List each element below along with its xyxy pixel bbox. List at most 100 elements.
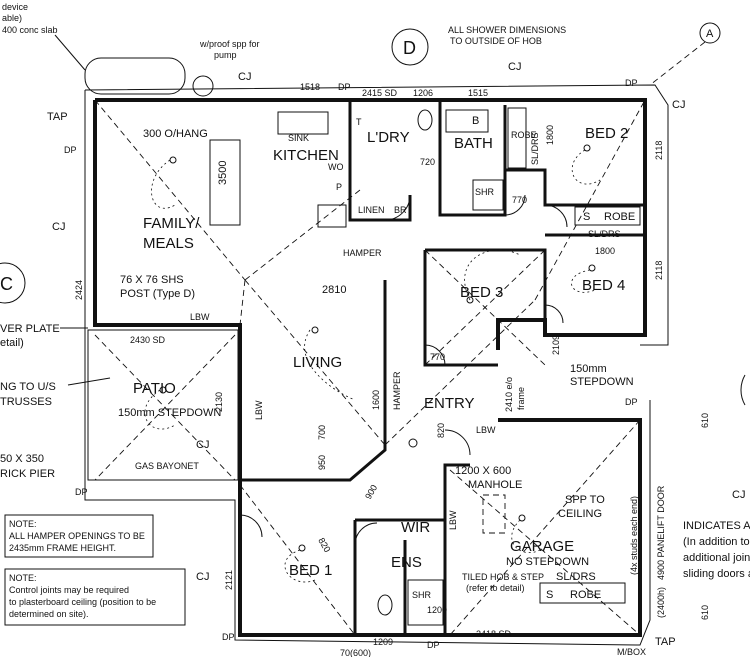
spp-2: CEILING <box>558 508 602 520</box>
roof-hip-lines <box>94 99 646 636</box>
dim-dp-top: DP <box>338 82 351 92</box>
garage-robe <box>539 582 626 604</box>
bed2-robe-label: ROBE <box>511 130 537 140</box>
dp-left: DP <box>64 145 77 155</box>
right-note-2: (In addition to <box>683 536 750 548</box>
electrical-wiring <box>144 144 601 583</box>
joint-note-box <box>4 568 186 626</box>
manhole-2: MANHOLE <box>468 479 522 491</box>
bed2-dim-1800: 1800 <box>545 125 555 145</box>
door-height: (2400h) <box>656 587 666 618</box>
top-left-note-2: able) <box>2 13 22 23</box>
cj-bed1: CJ <box>196 571 209 583</box>
hamper-note-3: 2435mm FRAME HEIGHT. <box>9 543 116 553</box>
dim-2109: 2109 <box>551 335 561 355</box>
truss-note-1: NG TO U/S <box>0 381 56 393</box>
tap-bottom: TAP <box>655 636 676 648</box>
laundry-door-720: 720 <box>420 157 435 167</box>
external-wall-south-west <box>93 100 642 637</box>
ensuite-shower-dim: 1200 <box>427 605 447 615</box>
plate-note-1: VER PLATE <box>0 323 60 335</box>
joint-note-2: Control joints may be required <box>9 585 129 595</box>
patio-stepdown: 150mm STEPDOWN <box>118 407 221 419</box>
dp-garage: DP <box>625 397 638 407</box>
right-note-4: sliding doors a <box>683 568 750 580</box>
room-kitchen: KITCHEN <box>273 147 339 164</box>
dim-2130: 2130 <box>214 392 224 412</box>
pier-note-1: 50 X 350 <box>0 453 44 465</box>
right-dim-610-b: 610 <box>700 605 710 620</box>
dim-2121: 2121 <box>224 570 234 590</box>
room-family-2: MEALS <box>143 235 194 252</box>
hamper-label: HAMPER <box>343 248 382 258</box>
bath-door-770: 770 <box>512 195 527 205</box>
plate-note-2: etail) <box>0 337 24 349</box>
grid-line-a <box>649 41 706 86</box>
cj-left: CJ <box>52 221 65 233</box>
dp-top-right: DP <box>625 78 638 88</box>
bed4-robe <box>574 206 641 226</box>
room-patio: PATIO <box>133 380 176 397</box>
bed1-dim-820: 820 <box>316 536 332 554</box>
bath-shower-label: SHR <box>475 187 495 197</box>
stud-note: (4x studs each end) <box>629 496 639 575</box>
room-ens: ENS <box>391 554 422 571</box>
cj-far-right: CJ <box>732 489 745 501</box>
dp-bottom-left: DP <box>222 632 235 642</box>
rainwater-tank <box>84 57 186 95</box>
joint-note-1: NOTE: <box>9 573 37 583</box>
br-label: BR <box>394 205 407 215</box>
grid-marker-a <box>699 22 721 44</box>
bed2-sl-drs: SL/DRS <box>530 132 540 165</box>
room-bed3: BED 3 <box>460 284 503 301</box>
lbw-living: LBW <box>254 400 264 420</box>
lbw-garage: LBW <box>448 510 458 530</box>
kitchen-island <box>209 139 241 226</box>
post-label-2: POST (Type D) <box>120 288 195 300</box>
dim-2424: 2424 <box>74 280 84 300</box>
entry-dim-820: 820 <box>436 423 446 438</box>
bed4-robe-s: S <box>583 211 590 223</box>
stepdown-1: 150mm <box>570 363 607 375</box>
mbox: M/BOX <box>617 647 646 657</box>
right-note-1: INDICATES ART <box>683 520 750 532</box>
joint-note-4: determined on site). <box>9 609 89 619</box>
linen-label: LINEN <box>358 205 385 215</box>
garage-robe-label: ROBE <box>570 589 601 601</box>
bath-fixture-label: B <box>472 115 479 127</box>
kitchen-sink <box>277 111 329 135</box>
grid-marker-c <box>0 262 26 304</box>
panel-door: 4900 PANELIFT DOOR <box>656 485 666 580</box>
manhole-1: 1200 X 600 <box>455 465 511 477</box>
ensuite-shower-label: SHR <box>412 590 432 600</box>
dim-1209: 1209 <box>373 637 393 647</box>
truss-note-2: TRUSSES <box>0 396 52 408</box>
shower-note-2: TO OUTSIDE OF HOB <box>450 36 542 46</box>
hamper-note-box <box>4 514 154 558</box>
dim-700: 700 <box>317 425 327 440</box>
hamper-note-1: NOTE: <box>9 519 37 529</box>
lbw-patio: LBW <box>190 312 210 322</box>
hob-note-1: TILED HOB & STEP <box>462 572 544 582</box>
stepdown-2: STEPDOWN <box>570 376 634 388</box>
grid-marker-d <box>391 28 429 66</box>
bed4-robe-label: ROBE <box>604 211 635 223</box>
dim-1515: 1515 <box>468 88 488 98</box>
bed4-dim-1800: 1800 <box>595 246 615 256</box>
right-dim-610-a: 610 <box>700 413 710 428</box>
no-stepdown: NO STEPDOWN <box>506 556 589 568</box>
room-bed2: BED 2 <box>585 125 628 142</box>
bath-shower <box>472 179 504 211</box>
wo-label: WO <box>328 162 344 172</box>
spp-1: SPP TO <box>565 494 605 506</box>
hob-note-2: (refer to detail) <box>466 583 525 593</box>
pier-note-2: RICK PIER <box>0 468 55 480</box>
manhole <box>482 494 506 534</box>
right-note-3: additional join <box>683 552 750 564</box>
cj-top-2: CJ <box>508 61 521 73</box>
hamper-note-2: ALL HAMPER OPENINGS TO BE <box>9 531 145 541</box>
garage-sl-drs: SL/DRS <box>556 571 596 583</box>
eave-line-outer <box>84 90 651 646</box>
hamper-vertical: HAMPER <box>392 371 402 410</box>
